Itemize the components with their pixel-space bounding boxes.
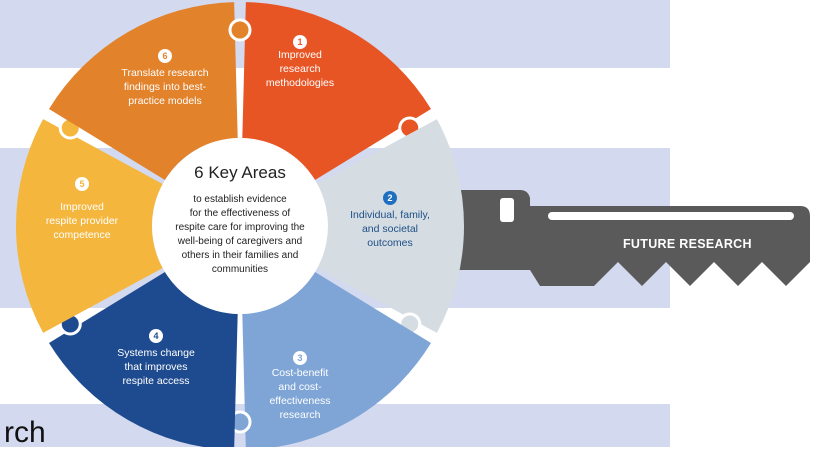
segment-3-line-2: and cost- <box>278 381 322 393</box>
segment-3-line-1: Cost-benefit <box>272 367 329 379</box>
segment-1-line-2: research <box>280 63 321 75</box>
segment-3-line-4: research <box>280 409 321 421</box>
puzzle-knob-6 <box>228 18 252 42</box>
segment-number-6: 6 <box>162 51 167 61</box>
center-line-3: respite care for improving the <box>175 222 305 233</box>
segment-number-badge-1 <box>293 35 307 49</box>
center-line-1: to establish evidence <box>193 194 287 205</box>
segment-5-line-1: Improved <box>60 201 104 213</box>
key-label: FUTURE RESEARCH <box>623 237 752 251</box>
segment-6-line-1: Translate research <box>121 67 208 79</box>
key-graphic: FUTURE RESEARCH <box>440 190 810 286</box>
segment-number-1: 1 <box>297 37 302 47</box>
key-slot <box>500 198 514 222</box>
segment-6 <box>49 2 238 181</box>
segment-number-badge-2 <box>383 191 397 205</box>
center-line-5: others in their families and <box>182 250 299 261</box>
center-circle <box>152 138 328 314</box>
center-line-2: for the effectiveness of <box>190 208 291 219</box>
segment-3-line-3: effectiveness <box>269 395 330 407</box>
segment-number-2: 2 <box>387 193 392 203</box>
segment-2-line-2: and societal <box>362 223 418 235</box>
center-line-6: communities <box>212 264 268 275</box>
segment-number-badge-4 <box>149 329 163 343</box>
segment-2-line-1: Individual, family, <box>350 209 430 221</box>
segment-number-badge-3 <box>293 351 307 365</box>
segment-4-line-1: Systems change <box>117 347 195 359</box>
segment-5 <box>15 119 163 333</box>
segment-5-line-3: competence <box>53 229 110 241</box>
segment-2 <box>317 119 465 333</box>
key-groove <box>548 212 794 220</box>
segment-4 <box>49 271 238 447</box>
segment-number-5: 5 <box>79 179 84 189</box>
center-hub: 6 Key Areas to establish evidence for th… <box>152 138 328 314</box>
segment-2-line-3: outcomes <box>367 237 413 249</box>
segment-3 <box>242 271 431 447</box>
center-title: 6 Key Areas <box>194 163 286 182</box>
segment-6-line-2: findings into best- <box>124 81 207 93</box>
segment-number-badge-6 <box>158 49 172 63</box>
segment-1-line-1: Improved <box>278 49 322 61</box>
partial-heading-text: rch <box>4 416 46 449</box>
segment-6-line-3: practice models <box>128 95 202 107</box>
segment-4-line-3: respite access <box>122 375 189 387</box>
segment-5-line-2: respite provider <box>46 215 119 227</box>
segment-4-line-2: that improves <box>124 361 187 373</box>
segment-number-badge-5 <box>75 177 89 191</box>
segment-number-4: 4 <box>153 331 158 341</box>
segment-1-line-3: methodologies <box>266 77 334 89</box>
center-line-4: well-being of caregivers and <box>177 236 303 247</box>
segment-1 <box>242 2 431 181</box>
segment-number-3: 3 <box>297 353 302 363</box>
